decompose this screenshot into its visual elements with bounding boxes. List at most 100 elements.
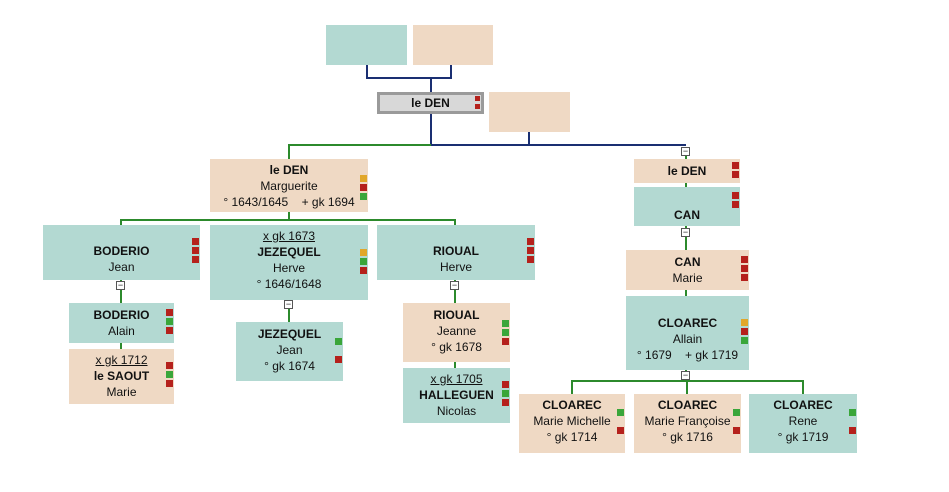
collapse-toggle[interactable]: − (681, 227, 690, 237)
connector-line (366, 77, 452, 79)
status-marker (166, 318, 173, 325)
connector-line (120, 219, 456, 221)
collapse-toggle[interactable]: − (450, 280, 459, 290)
marriage-info: x gk 1712 (95, 353, 148, 367)
person-card-herve-rioual[interactable]: RIOUAL Herve (377, 225, 535, 280)
status-marker (335, 338, 342, 345)
person-card-can[interactable]: CAN (634, 187, 740, 226)
status-marker (475, 104, 480, 109)
connector-line (120, 219, 122, 225)
person-given-name: Alain (108, 324, 135, 338)
connector-line (366, 64, 368, 78)
person-card-herve-jezequel[interactable]: x gk 1673 JEZEQUEL Herve ° 1646/1648 (210, 225, 368, 300)
connector-line (454, 279, 456, 303)
status-marker (741, 256, 748, 263)
person-given-name: Herve (439, 260, 472, 274)
status-marker (192, 238, 199, 245)
person-card-marie-michelle-cloarec[interactable]: CLOAREC Marie Michelle ° gk 1714 (519, 394, 625, 453)
person-surname: BODERIO (93, 244, 150, 258)
status-marker (360, 184, 367, 191)
person-given-name: Marie Françoise (644, 414, 731, 428)
empty-mother-slot[interactable] (413, 25, 493, 65)
person-given-name: Jean (276, 343, 303, 357)
status-marker (335, 356, 342, 363)
status-marker (849, 427, 856, 434)
status-marker (166, 371, 173, 378)
person-surname: CLOAREC (773, 398, 833, 412)
connector-line (454, 219, 456, 225)
person-surname: le DEN (411, 96, 450, 110)
person-card-nicolas-halleguen[interactable]: x gk 1705 HALLEGUEN Nicolas (403, 368, 510, 423)
status-marker (502, 381, 509, 388)
status-marker (192, 256, 199, 263)
person-given-name: Jean (108, 260, 135, 274)
person-surname: CAN (674, 255, 701, 269)
status-marker (166, 362, 173, 369)
person-surname: le DEN (667, 164, 707, 178)
collapse-toggle[interactable]: − (681, 370, 690, 380)
person-given-name: Marie (672, 271, 703, 285)
marriage-info: x gk 1673 (262, 229, 316, 243)
person-dates: ° gk 1674 (264, 359, 315, 373)
connector-line (454, 362, 456, 368)
collapse-toggle[interactable]: − (681, 146, 690, 156)
person-card-marguerite-le-den[interactable]: le DEN Marguerite ° 1643/1645 + gk 1694 (210, 159, 368, 212)
connector-line (120, 342, 122, 350)
person-given-name: Herve (272, 261, 305, 275)
empty-spouse-slot[interactable] (489, 92, 570, 132)
person-surname: RIOUAL (433, 244, 479, 258)
status-marker (360, 258, 367, 265)
person-given-name: Nicolas (436, 404, 477, 418)
connector-line (685, 290, 687, 296)
connector-line (430, 113, 432, 145)
person-card-marie-le-saout[interactable]: x gk 1712 le SAOUT Marie (69, 349, 174, 404)
root-person-card[interactable]: le DEN (377, 92, 484, 114)
status-marker (617, 427, 624, 434)
status-marker (502, 320, 509, 327)
status-marker (166, 380, 173, 387)
status-marker (732, 201, 739, 208)
collapse-toggle[interactable]: − (116, 280, 125, 290)
person-card-rene-cloarec[interactable]: CLOAREC Rene ° gk 1719 (749, 394, 857, 453)
connector-line (450, 64, 452, 78)
person-surname: BODERIO (93, 308, 150, 322)
status-marker (741, 328, 748, 335)
person-card-jeanne-rioual[interactable]: RIOUAL Jeanne ° gk 1678 (403, 303, 510, 362)
connector-line (288, 211, 290, 221)
person-card-jean-jezequel[interactable]: JEZEQUEL Jean ° gk 1674 (236, 322, 343, 381)
status-marker (527, 247, 534, 254)
person-surname: CAN (674, 208, 700, 222)
status-marker (527, 238, 534, 245)
connector-line (528, 131, 530, 145)
person-dates: ° 1646/1648 (256, 277, 322, 291)
person-card-jean-boderio[interactable]: BODERIO Jean (43, 225, 200, 280)
connector-line (430, 144, 686, 146)
person-dates: ° gk 1719 (777, 430, 829, 444)
connector-line (571, 380, 573, 394)
person-surname: le SAOUT (93, 369, 150, 383)
person-card-alain-boderio[interactable]: BODERIO Alain (69, 303, 174, 343)
person-surname: RIOUAL (433, 308, 480, 322)
person-given-name: Marie Michelle (533, 414, 611, 428)
empty-father-slot[interactable] (326, 25, 407, 65)
person-dates: ° gk 1714 (546, 430, 598, 444)
status-marker (192, 247, 199, 254)
person-card-le-den[interactable]: le DEN (634, 159, 740, 183)
collapse-toggle[interactable]: − (284, 299, 293, 309)
person-card-marie-can[interactable]: CAN Marie (626, 250, 749, 290)
status-marker (733, 409, 740, 416)
person-given-name: Allain (672, 332, 703, 346)
connector-line (802, 380, 804, 394)
person-card-allain-cloarec[interactable]: CLOAREC Allain ° 1679 + gk 1719 (626, 296, 749, 370)
person-surname: JEZEQUEL (257, 327, 322, 341)
status-marker (617, 409, 624, 416)
person-given-name: Marguerite (260, 179, 318, 193)
person-surname: CLOAREC (657, 316, 718, 330)
status-marker (502, 399, 509, 406)
status-marker (733, 427, 740, 434)
person-surname: CLOAREC (657, 398, 718, 412)
status-marker (360, 267, 367, 274)
person-card-marie-francoise-cloarec[interactable]: CLOAREC Marie Françoise ° gk 1716 (634, 394, 741, 453)
status-marker (502, 390, 509, 397)
connector-line (430, 77, 432, 92)
